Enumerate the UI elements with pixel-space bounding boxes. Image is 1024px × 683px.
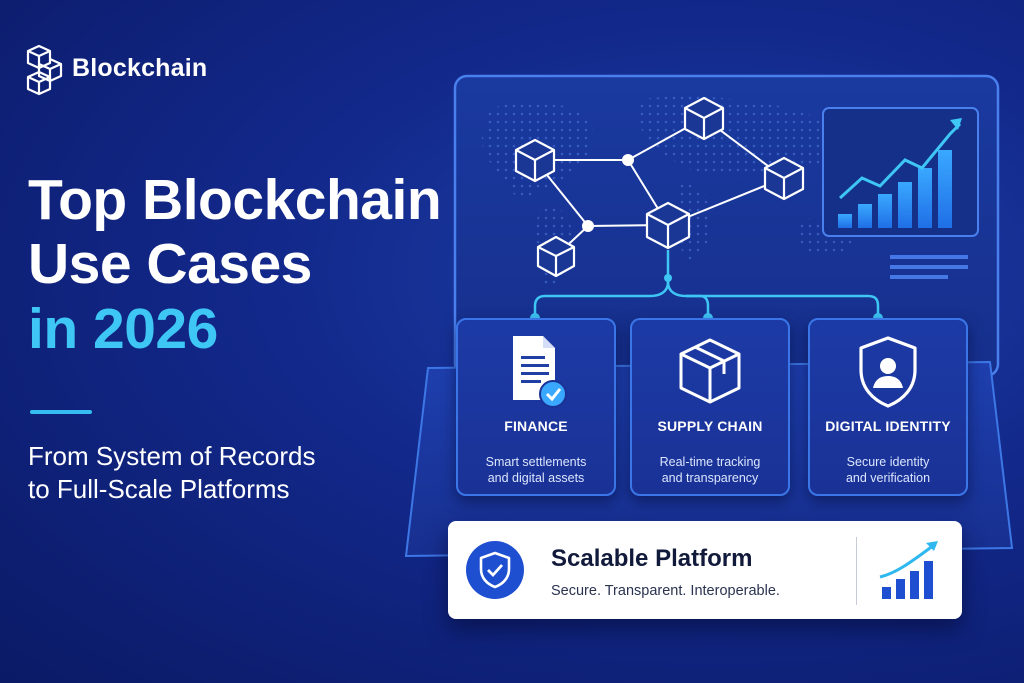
card-description: Secure identity and verification (810, 454, 966, 487)
card-description: Real-time tracking and transparency (632, 454, 788, 487)
card-desc-line: Secure identity (846, 455, 930, 469)
divider (856, 537, 857, 605)
shield-user-icon (859, 336, 917, 408)
use-case-card-digital-identity: DIGITAL IDENTITY Secure identity and ver… (808, 318, 968, 496)
platform-title: Scalable Platform (551, 545, 753, 572)
stats-panel (822, 107, 979, 279)
card-desc-line: Smart settlements (485, 455, 587, 469)
platform-tagline: Secure. Transparent. Interoperable. (551, 583, 780, 599)
page-title: Top Blockchain Use Cases in 2026 (28, 168, 468, 361)
card-title: FINANCE (504, 418, 568, 434)
use-case-card-supply-chain: SUPPLY CHAIN Real-time tracking and tran… (630, 318, 790, 496)
package-box-icon (679, 338, 741, 404)
brand-logo: Blockchain (26, 42, 246, 98)
cube-icon (763, 156, 805, 201)
growth-chart-icon (879, 541, 938, 599)
platform-panel: Scalable Platform Secure. Transparent. I… (448, 521, 962, 619)
card-desc-line: and digital assets (487, 471, 585, 486)
cube-icon (514, 138, 556, 183)
title-divider (30, 410, 92, 414)
subtitle-line-1: From System of Records (28, 441, 316, 471)
subtitle: From System of Records to Full-Scale Pla… (28, 440, 428, 507)
title-line-3: in 2026 (28, 296, 218, 361)
cube-icon (645, 201, 691, 250)
card-desc-line: and verification (845, 471, 931, 486)
card-title: DIGITAL IDENTITY (825, 418, 951, 434)
brand-name: Blockchain (72, 54, 208, 82)
card-desc-line: Real-time tracking (659, 455, 761, 469)
card-desc-line: and transparency (661, 471, 759, 486)
title-line-2: Use Cases (28, 232, 312, 297)
stacked-cubes-icon (26, 44, 63, 96)
cube-icon (536, 235, 576, 278)
shield-check-icon (466, 541, 524, 599)
title-line-1: Top Blockchain (28, 168, 442, 232)
cube-icon (683, 96, 725, 141)
block-cubes (514, 96, 805, 278)
card-title: SUPPLY CHAIN (657, 418, 763, 434)
card-connectors (533, 250, 880, 318)
document-check-icon (513, 336, 567, 408)
use-case-card-finance: FINANCE Smart settlements and digital as… (456, 318, 616, 496)
card-description: Smart settlements and digital assets (458, 454, 614, 487)
subtitle-line-2: to Full-Scale Platforms (28, 474, 290, 505)
network-nodes (582, 154, 634, 232)
